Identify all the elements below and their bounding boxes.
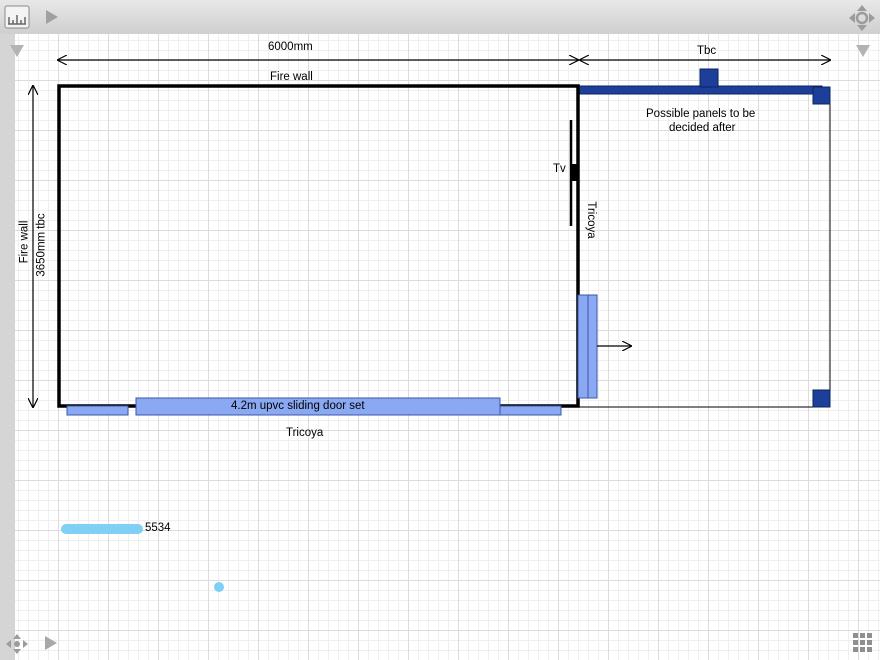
left-wall-label[interactable]: Fire wall [18, 220, 31, 264]
arrow-right-icon[interactable] [41, 633, 61, 653]
drawing-canvas[interactable] [15, 34, 880, 660]
ruler-icon[interactable] [4, 5, 30, 29]
top-wall-label[interactable]: Fire wall [270, 71, 313, 83]
side-window-outer[interactable] [587, 294, 598, 399]
selection-dot[interactable] [214, 582, 224, 592]
panels-note-line2[interactable]: decided after [669, 122, 736, 134]
tv-label[interactable]: Tv [553, 163, 566, 175]
right-dimension-label[interactable]: Tbc [697, 45, 717, 57]
panels-note-line1[interactable]: Possible panels to be [646, 108, 756, 120]
door-sash-left[interactable] [66, 405, 129, 416]
corner-panel-bottom[interactable] [812, 389, 831, 408]
top-panel-block[interactable] [699, 68, 719, 88]
right-wall-label[interactable]: Tricoya [584, 201, 597, 239]
extension-outline[interactable] [577, 86, 831, 408]
grid-icon[interactable] [852, 632, 874, 654]
sliding-door[interactable] [135, 397, 501, 416]
top-dimension-label[interactable]: 6000mm [268, 41, 313, 53]
door-sash-right[interactable] [499, 405, 562, 416]
bottom-wall-label[interactable]: Tricoya [286, 427, 324, 439]
corner-panel-top[interactable] [812, 86, 831, 105]
move-icon[interactable] [3, 632, 31, 656]
left-dimension-label[interactable]: 3650mm tbc [35, 213, 48, 277]
main-room-walls[interactable] [57, 84, 580, 408]
measure-bar[interactable] [61, 524, 143, 534]
door-label[interactable]: 4.2m upvc sliding door set [231, 400, 365, 412]
arrow-right-icon[interactable] [42, 7, 62, 27]
arrow-down-icon[interactable] [7, 42, 27, 60]
side-window-inner[interactable] [577, 294, 589, 399]
tv-unit[interactable] [570, 164, 578, 181]
navigation-cross-icon[interactable] [848, 4, 876, 32]
measure-value[interactable]: 5534 [145, 522, 171, 534]
arrow-down-icon[interactable] [853, 42, 873, 60]
